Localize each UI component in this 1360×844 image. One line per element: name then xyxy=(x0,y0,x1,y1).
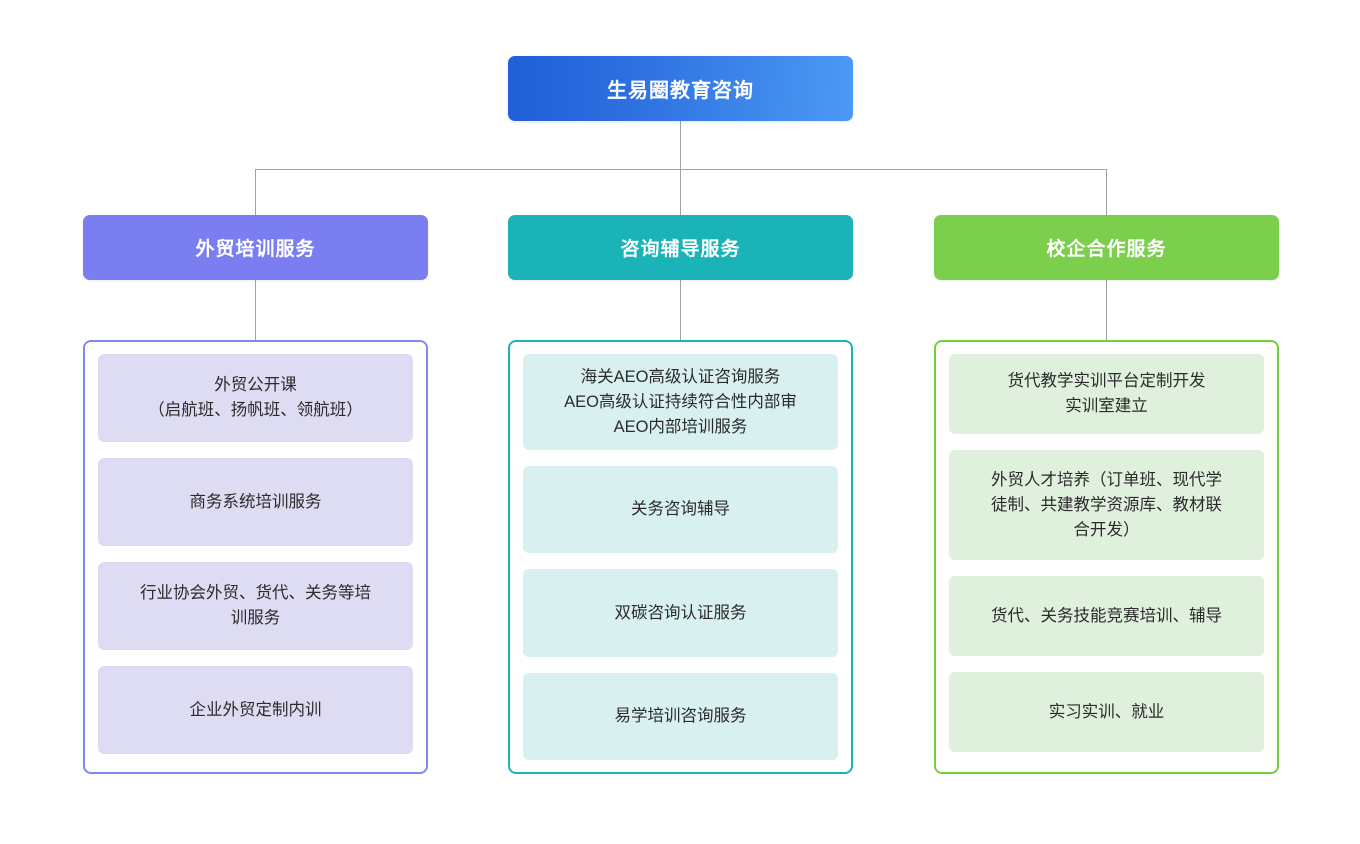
connector-drop-branch-3 xyxy=(1106,169,1107,215)
root-node-label: 生易圈教育咨询 xyxy=(607,80,754,102)
branch-header-consulting-coaching[interactable]: 咨询辅导服务 xyxy=(508,215,853,280)
service-card-label: 关务咨询辅导 xyxy=(631,500,730,519)
connector-header-to-body-1 xyxy=(255,280,256,340)
branch-column-foreign-trade-training: 外贸培训服务 外贸公开课 （启航班、扬帆班、领航班） 商务系统培训服务 行业协会… xyxy=(83,215,428,774)
service-card-label: 实习实训、就业 xyxy=(1048,702,1165,721)
branch-body-school-enterprise: 货代教学实训平台定制开发 实训室建立 外贸人才培养（订单班、现代学 徒制、共建教… xyxy=(934,340,1279,774)
service-card[interactable]: 货代、关务技能竞赛培训、辅导 xyxy=(949,576,1264,656)
branch-header-foreign-trade-training[interactable]: 外贸培训服务 xyxy=(83,215,428,280)
service-card-label: 易学培训咨询服务 xyxy=(614,706,747,725)
branch-column-consulting-coaching: 咨询辅导服务 海关AEO高级认证咨询服务 AEO高级认证持续符合性内部审 AEO… xyxy=(508,215,853,774)
service-card[interactable]: 行业协会外贸、货代、关务等培 训服务 xyxy=(98,562,413,650)
service-card-label: 外贸人才培养（订单班、现代学 徒制、共建教学资源库、教材联 合开发） xyxy=(991,470,1222,539)
connector-root-stem xyxy=(680,121,681,169)
service-card-label: 双碳咨询认证服务 xyxy=(614,603,747,622)
service-card-label: 行业协会外贸、货代、关务等培 训服务 xyxy=(140,584,371,627)
branch-header-label: 咨询辅导服务 xyxy=(620,239,741,260)
service-card[interactable]: 实习实训、就业 xyxy=(949,672,1264,752)
branch-header-school-enterprise[interactable]: 校企合作服务 xyxy=(934,215,1279,280)
service-card[interactable]: 外贸公开课 （启航班、扬帆班、领航班） xyxy=(98,354,413,442)
connector-header-to-body-3 xyxy=(1106,280,1107,340)
service-card-label: 海关AEO高级认证咨询服务 AEO高级认证持续符合性内部审 AEO内部培训服务 xyxy=(564,367,797,436)
service-card-label: 货代教学实训平台定制开发 实训室建立 xyxy=(1007,372,1206,415)
service-card[interactable]: 易学培训咨询服务 xyxy=(523,672,838,760)
connector-header-to-body-2 xyxy=(680,280,681,340)
service-card[interactable]: 商务系统培训服务 xyxy=(98,458,413,546)
connector-horizontal-bus xyxy=(255,169,1106,170)
service-card[interactable]: 企业外贸定制内训 xyxy=(98,666,413,754)
service-card-label: 企业外贸定制内训 xyxy=(189,700,322,719)
service-card-label: 商务系统培训服务 xyxy=(189,492,322,511)
service-card[interactable]: 双碳咨询认证服务 xyxy=(523,569,838,657)
root-node[interactable]: 生易圈教育咨询 xyxy=(508,56,853,121)
service-card[interactable]: 外贸人才培养（订单班、现代学 徒制、共建教学资源库、教材联 合开发） xyxy=(949,450,1264,560)
service-card-label: 货代、关务技能竞赛培训、辅导 xyxy=(991,606,1222,625)
connector-drop-branch-2 xyxy=(680,169,681,215)
branch-header-label: 外贸培训服务 xyxy=(195,239,316,260)
branch-header-label: 校企合作服务 xyxy=(1046,239,1167,260)
branch-column-school-enterprise: 校企合作服务 货代教学实训平台定制开发 实训室建立 外贸人才培养（订单班、现代学… xyxy=(934,215,1279,774)
service-card[interactable]: 货代教学实训平台定制开发 实训室建立 xyxy=(949,354,1264,434)
service-card-label: 外贸公开课 （启航班、扬帆班、领航班） xyxy=(148,376,363,419)
service-card[interactable]: 关务咨询辅导 xyxy=(523,466,838,554)
branch-body-foreign-trade-training: 外贸公开课 （启航班、扬帆班、领航班） 商务系统培训服务 行业协会外贸、货代、关… xyxy=(83,340,428,774)
service-card[interactable]: 海关AEO高级认证咨询服务 AEO高级认证持续符合性内部审 AEO内部培训服务 xyxy=(523,354,838,451)
connector-drop-branch-1 xyxy=(255,169,256,215)
branch-body-consulting-coaching: 海关AEO高级认证咨询服务 AEO高级认证持续符合性内部审 AEO内部培训服务 … xyxy=(508,340,853,774)
